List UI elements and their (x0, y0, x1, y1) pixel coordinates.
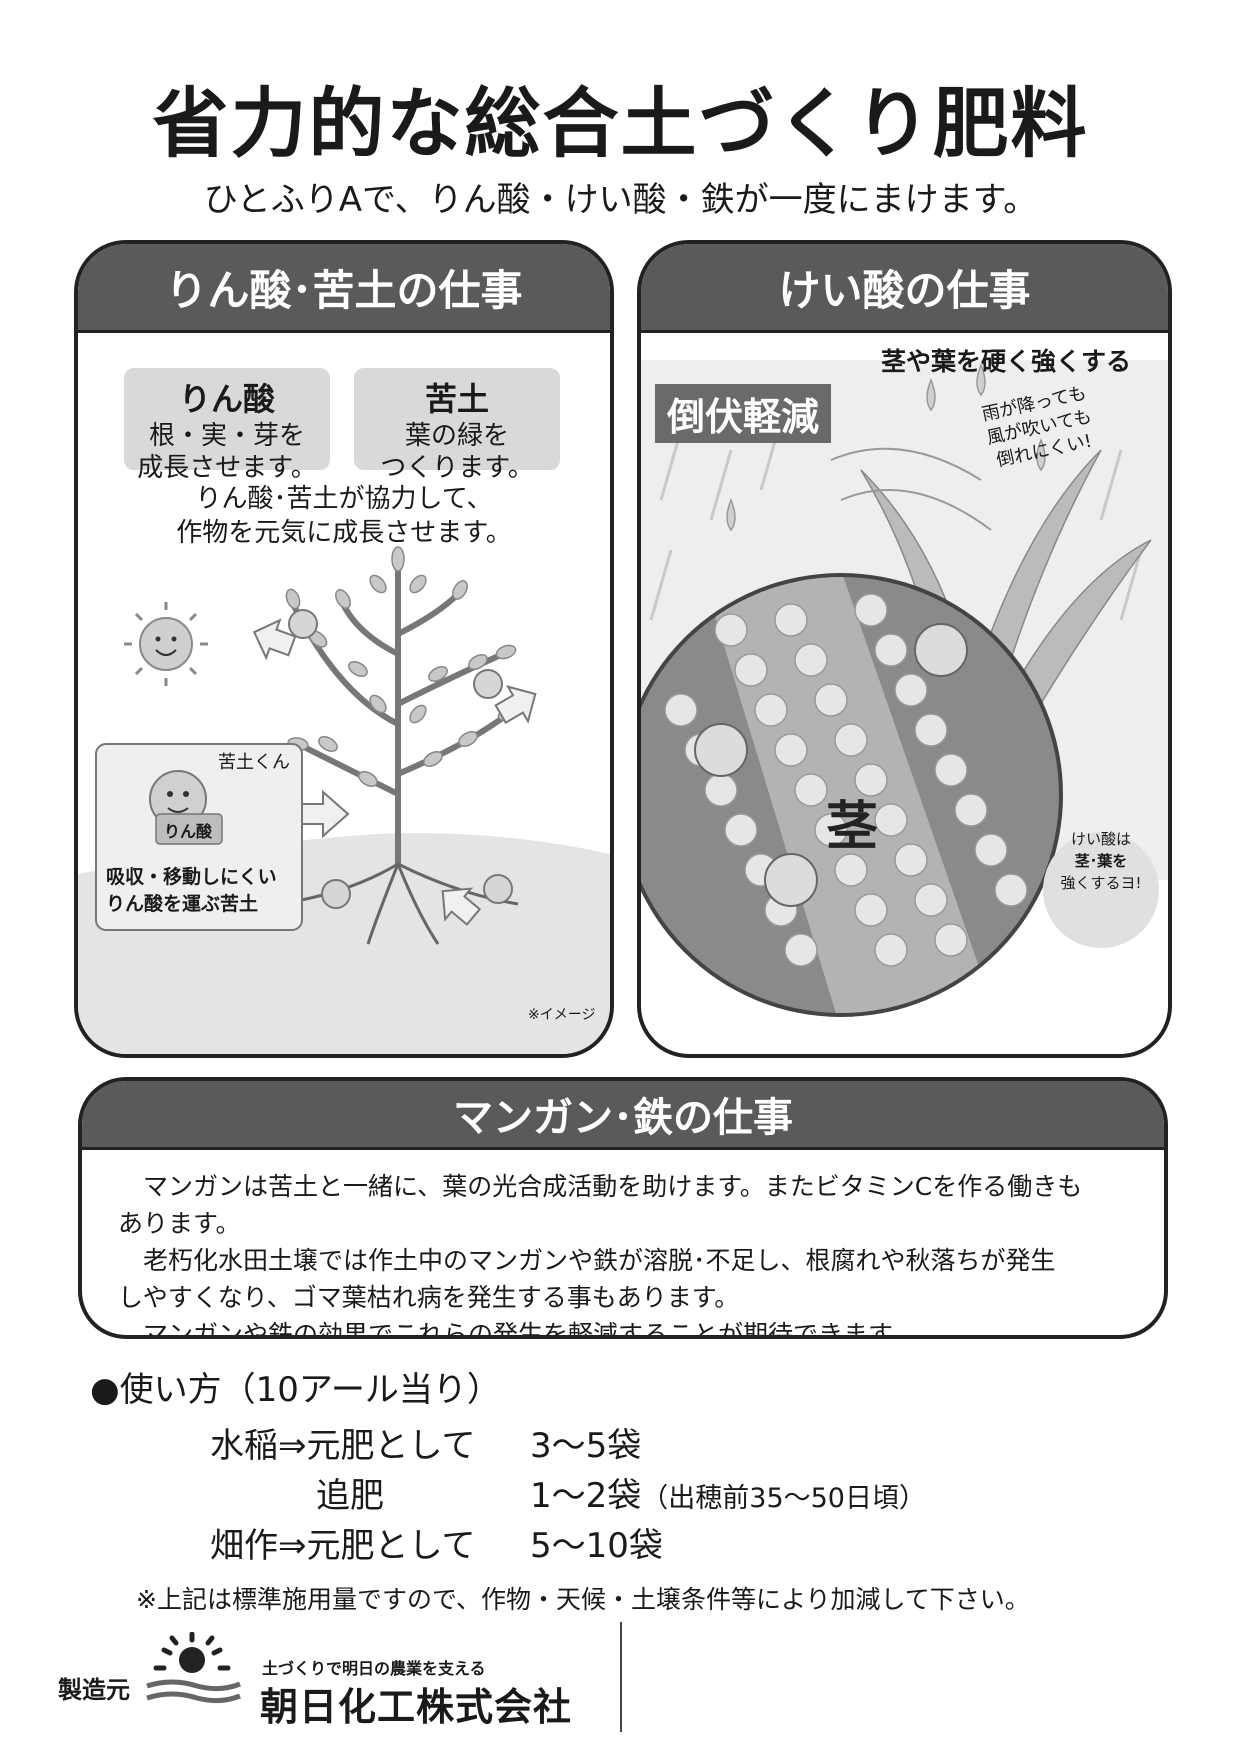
mangan-p2-line1: 老朽化水田土壌では作土中のマンガンや鉄が溶脱･不足し、根腐れや秋落ちが発生 (143, 1246, 1056, 1275)
rinsan-box-line2: 成長させます。 (137, 453, 317, 483)
image-note: ※イメージ (528, 1007, 596, 1023)
usage-heading: ●使い方（10アール当り） (90, 1370, 501, 1410)
kudo-box-line2: つくります。 (380, 453, 534, 483)
inset-caption: 吸収・移動しにくい りん酸を運ぶ苦土 (106, 864, 277, 918)
page-title: 省力的な総合土づくり肥料 (152, 79, 1089, 168)
usage-row: 水稲⇒元肥として (210, 1418, 475, 1467)
usage-amount: 5〜10袋 (530, 1526, 663, 1566)
company-name: 朝日化工株式会社 (260, 1685, 573, 1729)
panel-rinsan: りん酸･苦土の仕事 りん酸 根・実・芽を 成長させます。 苦土 葉の緑を つくり… (74, 240, 614, 1058)
lodging-badge: 倒伏軽減 (655, 384, 832, 443)
rinsan-box: りん酸 根・実・芽を 成長させます。 (124, 368, 330, 483)
rinsan-desc-line2: 作物を元気に成長させます。 (176, 518, 512, 548)
kudo-box-title: 苦土 (424, 380, 489, 418)
rinsan-desc-line1: りん酸･苦土が協力して、 (195, 484, 493, 514)
mangan-p1-line1: マンガンは苦土と一緒に、葉の光合成活動を助けます。またビタミンCを作る働きも (143, 1172, 1083, 1201)
panel-keisan: けい酸の仕事 (637, 240, 1172, 1058)
mangan-p1-line2: あります。 (118, 1209, 241, 1238)
inset-caption-line2: りん酸を運ぶ苦土 (106, 893, 259, 915)
stem-label: 茎 (826, 797, 879, 857)
usage-label: 追肥 (316, 1476, 384, 1516)
kudo-kun-label: 苦土くん (218, 752, 290, 773)
kudo-box-line1: 葉の緑を (404, 421, 509, 451)
maker-label: 製造元 (58, 1676, 130, 1704)
panel-mangan-header: マンガン･鉄の仕事 (82, 1081, 1164, 1150)
panel-mangan: マンガン･鉄の仕事 マンガンは苦土と一緒に、葉の光合成活動を助けます。またビタミ… (78, 1077, 1168, 1339)
company-logo (146, 1632, 241, 1704)
tree-illustration (78, 546, 610, 1054)
stem-illustration (641, 360, 1168, 1017)
keisan-callout-line3: 強くするヨ! (1060, 874, 1142, 892)
keisan-callout-line1: けい酸は (1070, 830, 1131, 848)
usage-amount-value: 1〜2袋 (530, 1476, 642, 1516)
usage-label: 畑作⇒元肥として (210, 1526, 476, 1566)
mangan-p3-line1: マンガンや鉄の効果でこれらの発生を軽減することが期待できます。 (143, 1320, 916, 1339)
keisan-callout: けい酸は 茎･葉を 強くするヨ! (1059, 828, 1143, 894)
sun-icon (124, 602, 208, 686)
kudo-bag-label: りん酸 (164, 822, 213, 841)
usage-row: 畑作⇒元肥として (210, 1518, 475, 1567)
usage-row: 追肥 (316, 1468, 384, 1517)
rinsan-desc: りん酸･苦土が協力して、 作物を元気に成長させます。 (78, 482, 610, 550)
keisan-callout-line2: 茎･葉を (1074, 852, 1128, 870)
usage-note: （出穂前35〜50日頃） (641, 1483, 926, 1514)
inset-caption-line1: 吸収・移動しにくい (106, 866, 277, 888)
mangan-p2-line2: しやすくなり、ゴマ葉枯れ病を発生する事もあります。 (118, 1283, 740, 1312)
mangan-body: マンガンは苦土と一緒に、葉の光合成活動を助けます。またビタミンCを作る働きも あ… (82, 1150, 1164, 1339)
rinsan-box-line1: 根・実・芽を (148, 421, 305, 451)
kudo-box: 苦土 葉の緑を つくります。 (354, 368, 560, 483)
rinsan-box-title: りん酸 (178, 380, 275, 418)
company-slogan: 土づくりで明日の農業を支える (262, 1659, 486, 1678)
usage-footnote: ※上記は標準施用量ですので、作物・天候・土壌条件等により加減して下さい。 (136, 1585, 1030, 1614)
usage-label: 水稲⇒元肥として (210, 1426, 476, 1466)
keisan-tagline: 茎や葉を硬く強くする (881, 347, 1132, 376)
usage-amount: 3〜5袋 (530, 1426, 642, 1466)
panel-keisan-header: けい酸の仕事 (641, 244, 1168, 333)
page-subtitle: ひとふりAで、りん酸・けい酸・鉄が一度にまけます。 (203, 180, 1038, 220)
panel-rinsan-header: りん酸･苦土の仕事 (78, 244, 610, 333)
footer-divider (620, 1622, 622, 1732)
usage-amount: 1〜2袋（出穂前35〜50日頃） (530, 1468, 926, 1517)
